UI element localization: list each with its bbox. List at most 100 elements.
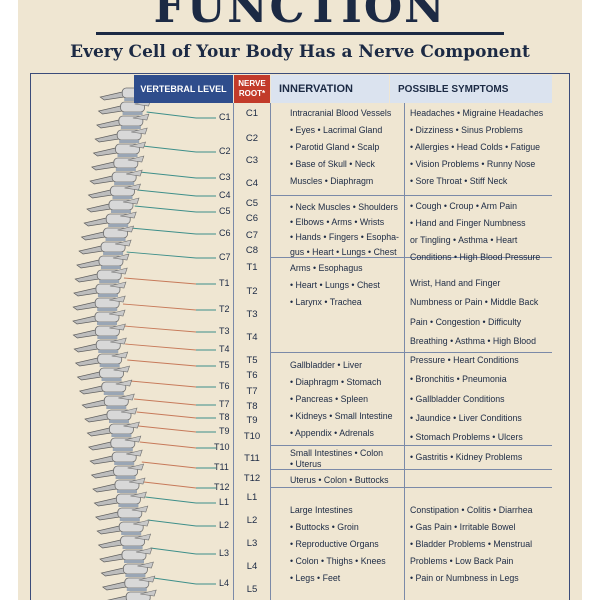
vertebral-level-label: L2 (219, 520, 230, 530)
symptoms-cell: Headaches • Migraine Headaches• Dizzines… (410, 105, 543, 190)
nerve-root-label: C7 (245, 230, 259, 241)
symptom-line: • Gas Pain • Irritable Bowel (410, 522, 516, 532)
vertebra (90, 463, 145, 479)
symptoms-cell: • Cough • Croup • Arm Pain• Hand and Fin… (410, 198, 540, 266)
nerve-root-label: L4 (246, 561, 258, 572)
vertebrae (72, 85, 157, 600)
nerve-root-label: T8 (246, 401, 258, 412)
innervation-line: Large Intestines (290, 505, 353, 515)
vertebra (72, 323, 126, 339)
symptom-line: Headaches • Migraine Headaches (410, 108, 544, 118)
table-row (271, 258, 552, 353)
column-divider (404, 103, 405, 600)
vertebra (86, 197, 140, 213)
nerve-root-label: C6 (245, 213, 259, 224)
leader-line (150, 547, 197, 555)
vertebra (107, 589, 157, 600)
vertebra (89, 449, 143, 465)
column-header-vertebral-level: VERTEBRAL LEVEL (134, 75, 233, 103)
vertebra (81, 393, 135, 409)
symptom-line: • Cough • Croup • Arm Pain (410, 201, 518, 211)
innervation-line: • Eyes • Lacrimal Gland (290, 125, 383, 135)
table-frame (30, 73, 570, 600)
table-row (271, 446, 552, 470)
leader-line (139, 171, 197, 179)
leader-line (145, 496, 197, 504)
nerve-root-label: T9 (246, 415, 258, 426)
nerve-root-label: C5 (245, 198, 259, 209)
table-row (271, 353, 552, 446)
vertebral-level-label: T9 (219, 426, 230, 436)
leader-line (130, 380, 197, 388)
vertebral-level-label: T2 (219, 304, 230, 314)
innervation-line: • Reproductive Organs (290, 539, 379, 549)
innervation-line: • Pancreas • Spleen (290, 394, 369, 404)
vertebral-level-label: L3 (219, 548, 230, 558)
leader-line (134, 205, 197, 213)
vertebra (80, 225, 135, 241)
nerve-root-label: T2 (246, 286, 258, 297)
leader-line (138, 425, 197, 433)
innervation-line: • Hands • Fingers • Esopha- (290, 232, 399, 242)
leader-line (146, 111, 197, 119)
innervation-line: • Parotid Gland • Scalp (290, 142, 380, 152)
vertebral-level-label: T10 (214, 442, 230, 452)
vertebra (84, 407, 138, 423)
nerve-root-label: T5 (246, 355, 258, 366)
innervation-line: • Buttocks • Groin (290, 522, 359, 532)
symptom-line: • Vision Problems • Runny Nose (410, 159, 536, 169)
symptom-line: • Jaundice • Liver Conditions (410, 413, 522, 424)
nerve-root-label: C1 (245, 108, 259, 119)
innervation-cell: Uterus • Colon • Buttocks (290, 472, 389, 489)
innervation-line: Arms • Esophagus (290, 263, 363, 273)
vertebra (86, 421, 140, 437)
innervation-line: Muscles • Diaphragm (290, 176, 374, 186)
symptom-line: • Allergies • Head Colds • Fatigue (410, 142, 541, 152)
vertebra (91, 155, 145, 171)
innervation-line: • Elbows • Arms • Wrists (290, 217, 385, 227)
leader-line (153, 577, 197, 585)
innervation-line: • Base of Skull • Neck (290, 159, 375, 169)
column-header-innervation: INNERVATION (271, 75, 389, 103)
innervation-line: Gallbladder • Liver (290, 360, 363, 370)
leader-line (137, 189, 197, 197)
vertebral-level-label: T12 (214, 482, 230, 492)
vertebral-level-label: C1 (219, 112, 231, 122)
column-divider (233, 103, 234, 600)
vertebral-level-label: T3 (219, 326, 230, 336)
table-row (271, 196, 552, 258)
vertebra (74, 351, 129, 367)
innervation-line: • Uterus (290, 459, 322, 469)
vertebral-level-label: C2 (219, 146, 231, 156)
vertebra (78, 239, 132, 255)
nerve-root-label: T3 (246, 309, 258, 320)
vertebral-level-label: C6 (219, 228, 231, 238)
innervation-line: • Kidneys • Small Intestine (290, 411, 393, 421)
nerve-root-label: L2 (246, 515, 258, 526)
vertebra (74, 267, 128, 283)
vertebra (96, 113, 150, 129)
table-row (271, 103, 552, 196)
innervation-line: • Heart • Lungs • Chest (290, 280, 380, 290)
vertebra (93, 491, 147, 507)
symptom-line: Problems • Low Back Pain (410, 556, 514, 566)
vertebra (76, 365, 130, 381)
symptom-line: Breathing • Asthma • High Blood (410, 335, 536, 346)
innervation-line: gus • Heart • Lungs • Chest (290, 247, 397, 257)
nerve-root-label: L3 (246, 538, 258, 549)
innervation-cell: • Neck Muscles • Shoulders• Elbows • Arm… (290, 200, 399, 260)
symptom-line: or Tingling • Asthma • Heart (410, 235, 518, 245)
nerve-root-label: T12 (243, 473, 261, 484)
leader-line (122, 303, 197, 311)
leader-line (141, 461, 197, 469)
leader-line (125, 343, 197, 351)
title-rule (96, 32, 504, 35)
vertebral-level-label: T4 (219, 344, 230, 354)
nerve-root-label: T6 (246, 370, 258, 381)
symptom-line: Wrist, Hand and Finger (410, 278, 501, 288)
vertebral-level-label: C5 (219, 206, 231, 216)
innervation-line: Uterus • Colon • Buttocks (290, 475, 389, 485)
nerve-root-label: L5 (246, 584, 258, 595)
